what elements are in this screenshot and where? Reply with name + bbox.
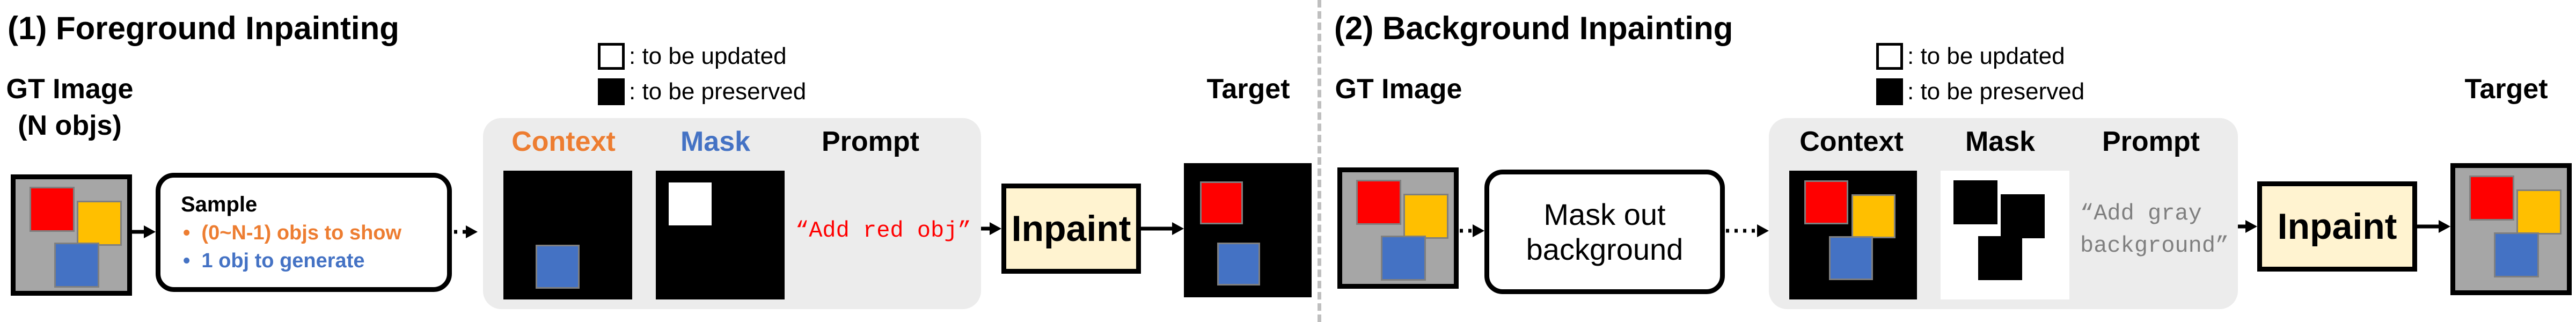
- fg-gt-image: [11, 174, 132, 296]
- legend-updated-swatch: [1876, 43, 1903, 70]
- bg-gt-image: [1337, 167, 1459, 289]
- bg-prompt-line-2: background”: [2080, 233, 2229, 259]
- blue-object: [2494, 232, 2539, 277]
- fg-gt-label: GT Image: [6, 74, 134, 105]
- legend-preserved-text: : to be preserved: [629, 78, 807, 105]
- bg-context-image: [1789, 171, 1917, 299]
- bg-gt-label: GT Image: [1335, 74, 1462, 105]
- blue-object: [536, 245, 580, 289]
- arrow-head: [144, 225, 156, 238]
- sample-item-generate: • 1 obj to generate: [183, 250, 365, 272]
- bg-prompt-line-1: “Add gray: [2080, 201, 2202, 226]
- arrow-head: [990, 222, 1001, 235]
- bg-context-label: Context: [1799, 126, 1904, 157]
- fg-prompt-label: Prompt: [822, 126, 919, 157]
- fg-target-image: [1184, 163, 1312, 297]
- fg-mask-label: Mask: [680, 126, 751, 157]
- legend-updated-text: : to be updated: [629, 43, 787, 69]
- fg-gt-count-label: (N objs): [18, 110, 122, 141]
- red-object: [1804, 180, 1848, 224]
- section-divider: [1318, 0, 1321, 322]
- fg-context-label: Context: [511, 126, 616, 157]
- bg-mask-image: [1941, 171, 2069, 299]
- arrow-head: [1757, 224, 1769, 237]
- legend-preserved-swatch: [598, 78, 625, 105]
- mask-out-line-2: background: [1526, 232, 1684, 266]
- red-object: [30, 187, 75, 232]
- legend-updated-text: : to be updated: [1907, 43, 2065, 69]
- bg-section-title: (2) Background Inpainting: [1334, 10, 1733, 46]
- mask-preserve-region: [1953, 180, 1997, 224]
- mask-update-region: [669, 182, 712, 225]
- yellow-object: [1851, 194, 1896, 238]
- red-object: [1356, 180, 1401, 225]
- arrow-head: [2245, 220, 2257, 233]
- mask-out-line-1: Mask out: [1543, 197, 1666, 231]
- mask-preserve-region: [2001, 194, 2045, 238]
- blue-object: [1829, 236, 1873, 280]
- sample-item-show: • (0~N-1) objs to show: [183, 222, 402, 244]
- bg-inpaint-box: Inpaint: [2257, 181, 2417, 272]
- sample-item-show-text: (0~N-1) objs to show: [201, 222, 402, 244]
- legend-updated-swatch: [598, 43, 625, 70]
- fg-mask-image: [656, 171, 785, 299]
- legend-preserved-text: : to be preserved: [1907, 78, 2085, 105]
- fg-target-label: Target: [1206, 74, 1290, 105]
- bg-prompt-label: Prompt: [2102, 126, 2200, 157]
- bg-target-label: Target: [2464, 74, 2548, 105]
- bg-target-image: [2450, 163, 2572, 295]
- yellow-object: [77, 201, 122, 246]
- arrow-head: [1172, 222, 1184, 235]
- mask-preserve-region: [1978, 236, 2022, 280]
- yellow-object: [1403, 194, 1448, 239]
- fg-inpaint-box: Inpaint: [1001, 184, 1141, 274]
- red-object: [2469, 175, 2514, 221]
- yellow-object: [2516, 189, 2562, 235]
- blue-object: [1381, 236, 1426, 281]
- legend-preserved-swatch: [1876, 78, 1903, 105]
- red-object: [1200, 181, 1243, 224]
- blue-object: [54, 243, 99, 288]
- fg-context-image: [503, 171, 632, 299]
- arrow-head: [466, 225, 478, 238]
- mask-out-box: Mask out background: [1484, 170, 1725, 294]
- fg-prompt-text: “Add red obj”: [795, 218, 971, 244]
- fg-section-title: (1) Foreground Inpainting: [8, 10, 399, 46]
- blue-object: [1217, 243, 1260, 286]
- bg-mask-label: Mask: [1965, 126, 2036, 157]
- arrow-head: [2439, 220, 2450, 233]
- sample-title: Sample: [181, 193, 258, 216]
- sample-item-generate-text: 1 obj to generate: [201, 250, 365, 272]
- sample-box: Sample • (0~N-1) objs to show • 1 obj to…: [156, 173, 452, 292]
- arrow-head: [1473, 224, 1484, 237]
